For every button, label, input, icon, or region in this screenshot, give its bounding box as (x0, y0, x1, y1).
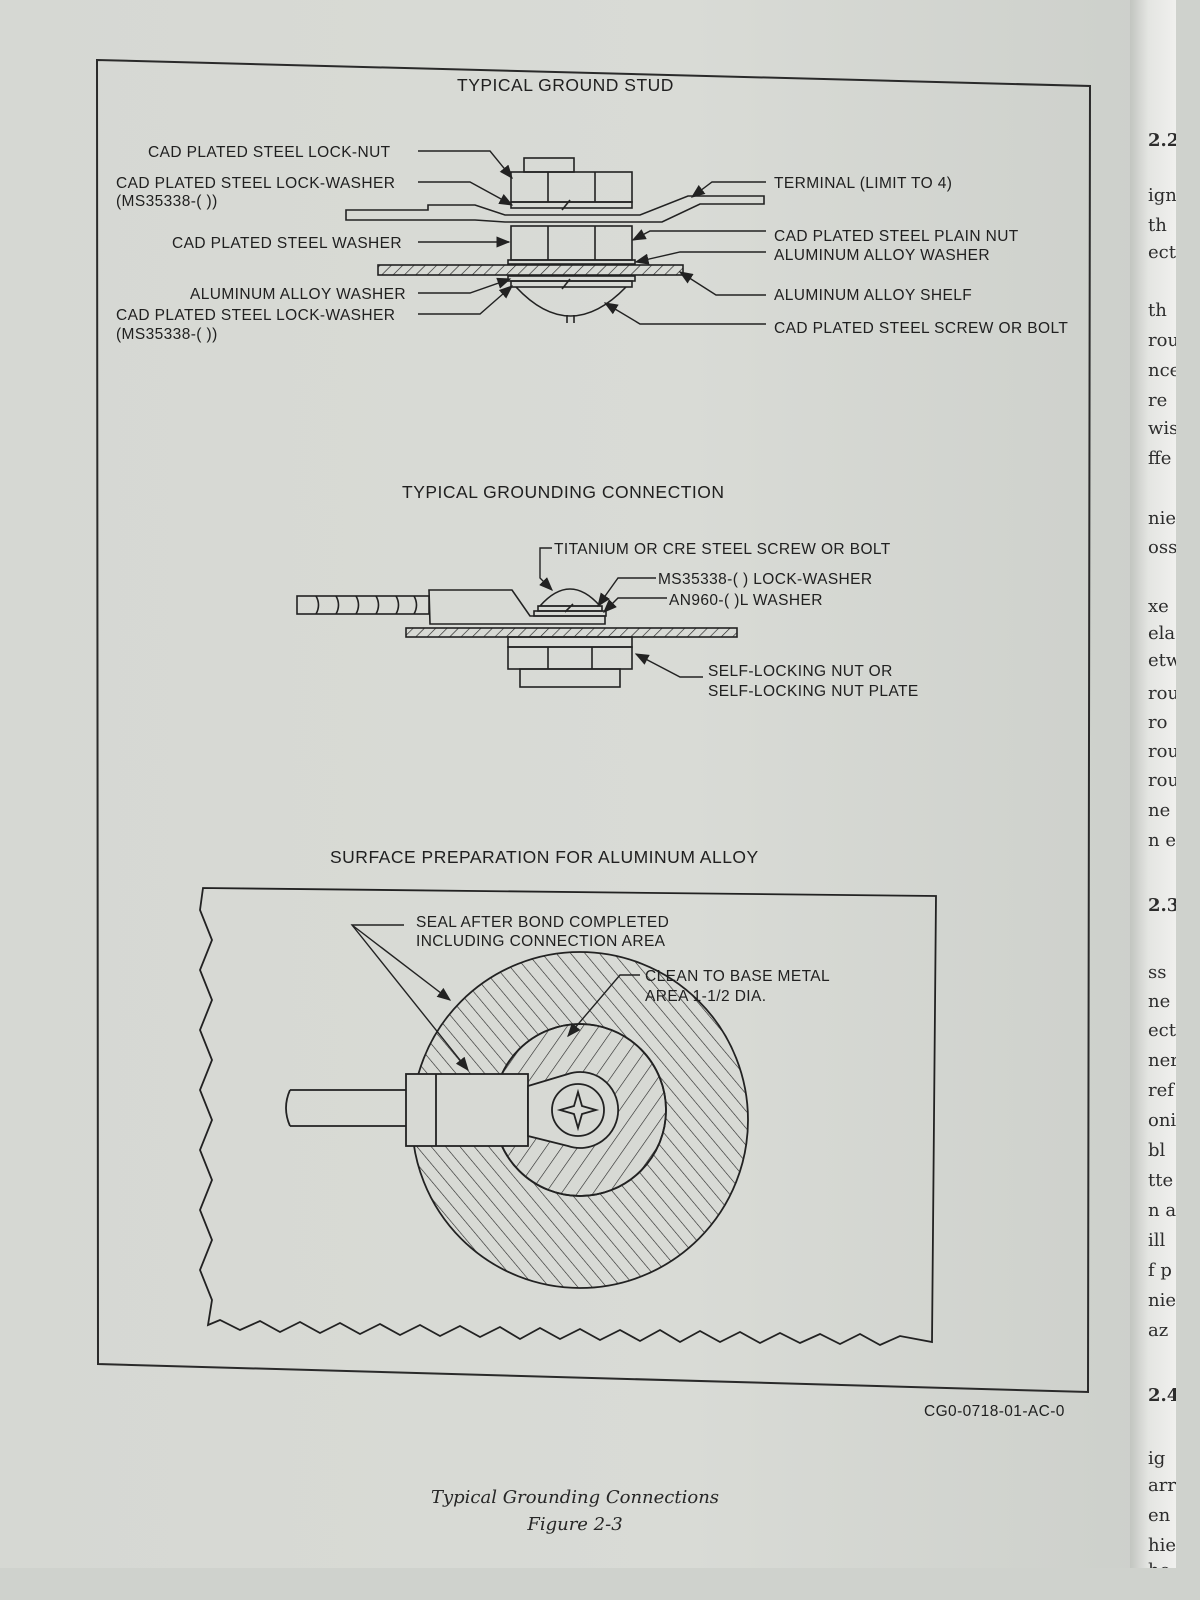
adjacent-page-fragment: nie (1148, 1290, 1176, 1311)
adjacent-page-fragment: tte (1148, 1170, 1174, 1191)
adjacent-page-fragment: nie (1148, 508, 1176, 529)
surface-title: SURFACE PREPARATION FOR ALUMINUM ALLOY (330, 847, 759, 867)
adjacent-page-fragment: nce (1148, 360, 1176, 381)
adjacent-page-fragment: ner (1148, 1050, 1176, 1071)
stud-title: TYPICAL GROUND STUD (457, 75, 674, 95)
adjacent-page-fragment: ho (1148, 1560, 1170, 1568)
adjacent-page-fragment: n a (1148, 1200, 1176, 1221)
adjacent-page-fragment: re (1148, 390, 1168, 411)
adjacent-page-fragment: ign (1148, 185, 1176, 206)
stud-drawing (345, 157, 765, 323)
adjacent-page-fragment: ect (1148, 242, 1176, 263)
adjacent-page-edge: 2.2 ign th ect th rou nce re wis ffe nie oss xe ela et… (1130, 0, 1176, 1568)
adjacent-page-fragment: th (1148, 300, 1167, 321)
adjacent-page-fragment: ela (1148, 623, 1176, 644)
adjacent-page-fragment: en (1148, 1505, 1171, 1526)
label-lockwasher-bottom: CAD PLATED STEEL LOCK-WASHER (116, 307, 395, 324)
adjacent-page-fragment: n e (1148, 830, 1176, 851)
surface-drawing (199, 887, 937, 1347)
adjacent-page-fragment: ffe (1148, 448, 1172, 469)
label-plain-nut: CAD PLATED STEEL PLAIN NUT (774, 228, 1019, 245)
adjacent-page-fragment: f p (1148, 1260, 1172, 1281)
manual-page (0, 0, 1150, 1568)
figure-frame (95, 58, 1092, 1394)
adjacent-page-fragment: th (1148, 215, 1167, 236)
adjacent-page-fragment: ne (1148, 800, 1171, 821)
label-terminal: TERMINAL (LIMIT TO 4) (774, 175, 952, 192)
grounding-title: TYPICAL GROUNDING CONNECTION (402, 482, 725, 502)
adjacent-page-fragment: rou (1148, 683, 1176, 704)
label-gc-screw: TITANIUM OR CRE STEEL SCREW OR BOLT (554, 541, 891, 558)
adjacent-page-fragment: etw (1148, 650, 1176, 671)
label-seal-2: INCLUDING CONNECTION AREA (416, 933, 666, 950)
adjacent-page-fragment: bl (1148, 1140, 1166, 1161)
adjacent-page-fragment: rou (1148, 770, 1176, 791)
label-gc-lockwasher: MS35338-( ) LOCK-WASHER (658, 571, 872, 588)
adjacent-page-fragment: oni (1148, 1110, 1176, 1131)
adjacent-page-fragment: xe (1148, 596, 1169, 617)
adjacent-page-fragment: ss (1148, 962, 1167, 983)
drawing-id: CG0-0718-01-AC-0 (924, 1403, 1065, 1420)
label-seal-1: SEAL AFTER BOND COMPLETED (416, 914, 669, 931)
adjacent-page-fragment: ig (1148, 1448, 1166, 1469)
adjacent-page-fragment: 2.3 (1148, 895, 1176, 916)
label-gc-washer: AN960-( )L WASHER (669, 592, 823, 609)
adjacent-page-fragment: ref (1148, 1080, 1174, 1101)
label-lockwasher-top: CAD PLATED STEEL LOCK-WASHER (116, 175, 395, 192)
adjacent-page-fragment: wis (1148, 418, 1176, 439)
adjacent-page-fragment: arr (1148, 1475, 1176, 1496)
adjacent-page-fragment: oss (1148, 537, 1176, 558)
figure-diagram: TYPICAL GROUND STUD (95, 58, 1092, 1420)
label-locknut: CAD PLATED STEEL LOCK-NUT (148, 144, 391, 161)
adjacent-page-fragment: 2.4 (1148, 1385, 1176, 1406)
adjacent-page-fragment: rou (1148, 330, 1176, 351)
label-screw: CAD PLATED STEEL SCREW OR BOLT (774, 320, 1068, 337)
label-al-washer-right: ALUMINUM ALLOY WASHER (774, 247, 990, 264)
caption-title: Typical Grounding Connections (430, 1487, 720, 1508)
grounding-drawing (296, 588, 738, 688)
adjacent-page-fragment: ill (1148, 1230, 1166, 1251)
label-gc-nut-1: SELF-LOCKING NUT OR (708, 663, 893, 680)
label-washer: CAD PLATED STEEL WASHER (172, 235, 402, 252)
label-shelf: ALUMINUM ALLOY SHELF (774, 287, 972, 304)
label-al-washer-left: ALUMINUM ALLOY WASHER (190, 286, 406, 303)
adjacent-page-fragment: ro (1148, 712, 1168, 733)
adjacent-page-fragment: ne (1148, 991, 1171, 1012)
adjacent-page-fragment: 2.2 (1148, 130, 1176, 151)
caption-figure: Figure 2-3 (527, 1514, 623, 1535)
label-gc-nut-2: SELF-LOCKING NUT PLATE (708, 683, 919, 700)
label-lockwasher-bottom-spec: (MS35338-( )) (116, 326, 218, 343)
adjacent-page-fragment: az (1148, 1320, 1169, 1341)
label-lockwasher-top-spec: (MS35338-( )) (116, 193, 218, 210)
label-clean-1: CLEAN TO BASE METAL (645, 968, 830, 985)
label-clean-2: AREA 1-1/2 DIA. (645, 988, 766, 1005)
adjacent-page-fragment: hie (1148, 1535, 1176, 1556)
adjacent-page-fragment: ect (1148, 1020, 1176, 1041)
adjacent-page-fragment: rou (1148, 741, 1176, 762)
